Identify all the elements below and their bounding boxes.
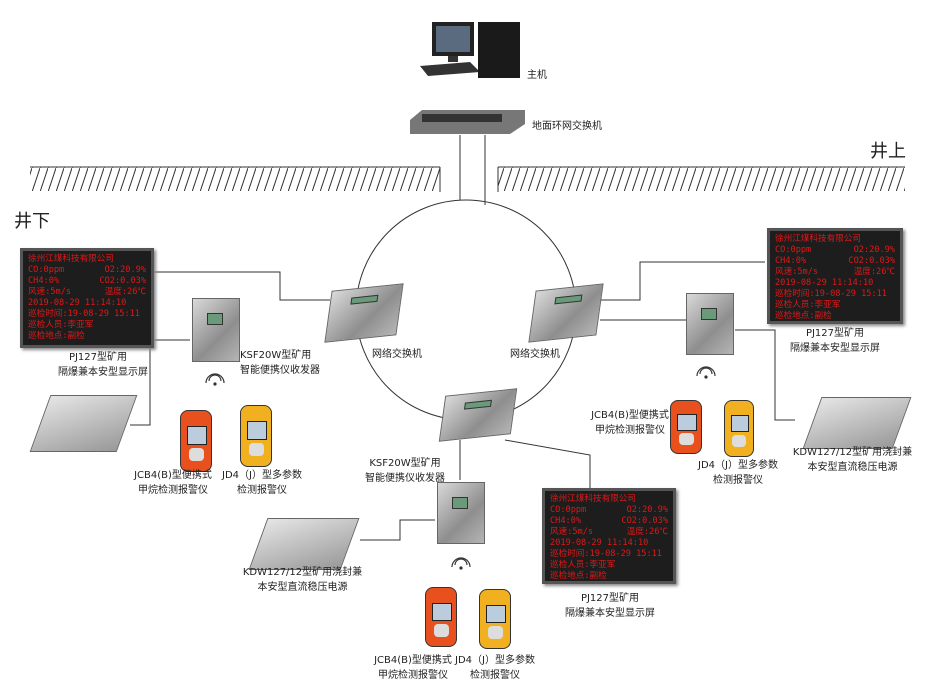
- led-company: 徐州江煤科技有限公司: [775, 234, 861, 244]
- led-wind: 风速:5m/s: [550, 527, 594, 537]
- led-inspect-time: 巡检时间:19-08-29 15:11: [775, 289, 887, 299]
- led-datetime: 2019-08-29 11:14:10: [775, 278, 874, 288]
- led-ch4: CH4:0%: [28, 276, 60, 286]
- led-temp: 温度:26℃: [104, 287, 146, 297]
- wifi-icon-bottom: [451, 557, 471, 570]
- led-location: 巡检地点:副检: [550, 571, 607, 581]
- jcb4-detector-bottom: [425, 587, 457, 647]
- led-ch4: CH4:0%: [550, 516, 582, 526]
- led-location: 巡检地点:副检: [28, 331, 85, 341]
- power-supply-label-right: KDW127/12型矿用浇封兼本安型直流稳压电源: [792, 447, 913, 473]
- led-display-right: 徐州江煤科技有限公司 CO:0ppm O2:20.9% CH4:0% CO2:0.0…: [767, 228, 903, 324]
- led-inspect-time: 巡检时间:19-08-29 15:11: [28, 309, 140, 319]
- led-wind: 风速:5m/s: [775, 267, 819, 277]
- ground-switch-icon: [410, 110, 525, 134]
- led-display-bottom: 徐州江煤科技有限公司 CO:0ppm O2:20.9% CH4:0% CO2:0.0…: [542, 488, 676, 584]
- led-co: CO:0ppm: [28, 265, 65, 275]
- region-above: 井上: [870, 141, 906, 162]
- led-temp: 温度:26℃: [853, 267, 895, 277]
- led-o2: O2:20.9%: [853, 245, 895, 255]
- network-switch-left: [324, 283, 404, 343]
- ground-hatch-left: [30, 167, 440, 191]
- jcb4-label-bottom: JCB4(B)型便携式甲烷检测报警仪: [374, 655, 452, 681]
- led-o2: O2:20.9%: [626, 505, 668, 515]
- led-o2: O2:20.9%: [104, 265, 146, 275]
- power-supply-label-bottom: KDW127/12型矿用浇封兼本安型直流稳压电源: [242, 567, 363, 593]
- transceiver-label-left: KSF20W型矿用智能便携仪收发器: [240, 350, 320, 376]
- wifi-icon-left: [205, 373, 225, 386]
- network-switch-right: [528, 283, 604, 343]
- transceiver-bottom: [437, 482, 485, 544]
- power-supply-right: [802, 397, 912, 449]
- network-switch-bottom: [438, 388, 518, 442]
- jcb4-detector-right: [670, 400, 702, 454]
- jd4-detector-bottom: [479, 589, 511, 649]
- led-company: 徐州江煤科技有限公司: [550, 494, 636, 504]
- led-inspector: 巡检人员:李亚军: [28, 320, 94, 330]
- jd4-label-right: JD4（J）型多参数检测报警仪: [698, 460, 778, 486]
- jd4-detector-left: [240, 405, 272, 467]
- led-co: CO:0ppm: [775, 245, 812, 255]
- jcb4-detector-left: [180, 410, 212, 472]
- led-wind: 风速:5m/s: [28, 287, 72, 297]
- led-co: CO:0ppm: [550, 505, 587, 515]
- display-label-left: PJ127型矿用隔爆兼本安型显示屏: [58, 352, 148, 378]
- led-company: 徐州江煤科技有限公司: [28, 254, 114, 264]
- wifi-icon-right: [696, 366, 716, 379]
- transceiver-right: [686, 293, 734, 355]
- host-label: 主机: [527, 70, 547, 81]
- ground-hatch-right: [498, 167, 905, 191]
- network-switch-label-right: 网络交换机: [510, 349, 560, 360]
- led-co2: CO2:0.03%: [99, 276, 146, 286]
- transceiver-label-bottom: KSF20W型矿用智能便携仪收发器: [365, 458, 445, 484]
- network-switch-label-left: 网络交换机: [372, 349, 422, 360]
- display-label-right: PJ127型矿用隔爆兼本安型显示屏: [790, 328, 880, 354]
- ground-switch-label: 地面环网交换机: [532, 121, 602, 132]
- led-co2: CO2:0.03%: [848, 256, 895, 266]
- led-ch4: CH4:0%: [775, 256, 807, 266]
- jd4-label-left: JD4（J）型多参数检测报警仪: [222, 470, 302, 496]
- jd4-detector-right: [724, 400, 754, 457]
- led-temp: 温度:26℃: [626, 527, 668, 537]
- power-supply-bottom: [248, 518, 360, 570]
- jcb4-label-right: JCB4(B)型便携式甲烷检测报警仪: [591, 410, 669, 436]
- region-below: 井下: [14, 211, 50, 232]
- jd4-label-bottom: JD4（J）型多参数检测报警仪: [455, 655, 535, 681]
- led-location: 巡检地点:副检: [775, 311, 832, 321]
- led-datetime: 2019-08-29 11:14:10: [28, 298, 127, 308]
- computer-icon: [420, 22, 520, 78]
- jcb4-label-left: JCB4(B)型便携式甲烷检测报警仪: [134, 470, 212, 496]
- led-inspect-time: 巡检时间:19-08-29 15:11: [550, 549, 662, 559]
- led-datetime: 2019-08-29 11:14:10: [550, 538, 649, 548]
- led-inspector: 巡检人员:李亚军: [775, 300, 841, 310]
- led-co2: CO2:0.03%: [621, 516, 668, 526]
- display-label-bottom: PJ127型矿用隔爆兼本安型显示屏: [565, 593, 655, 619]
- led-display-left: 徐州江煤科技有限公司 CO:0ppm O2:20.9% CH4:0% CO2:0.0…: [20, 248, 154, 348]
- led-inspector: 巡检人员:李亚军: [550, 560, 616, 570]
- transceiver-left: [192, 298, 240, 362]
